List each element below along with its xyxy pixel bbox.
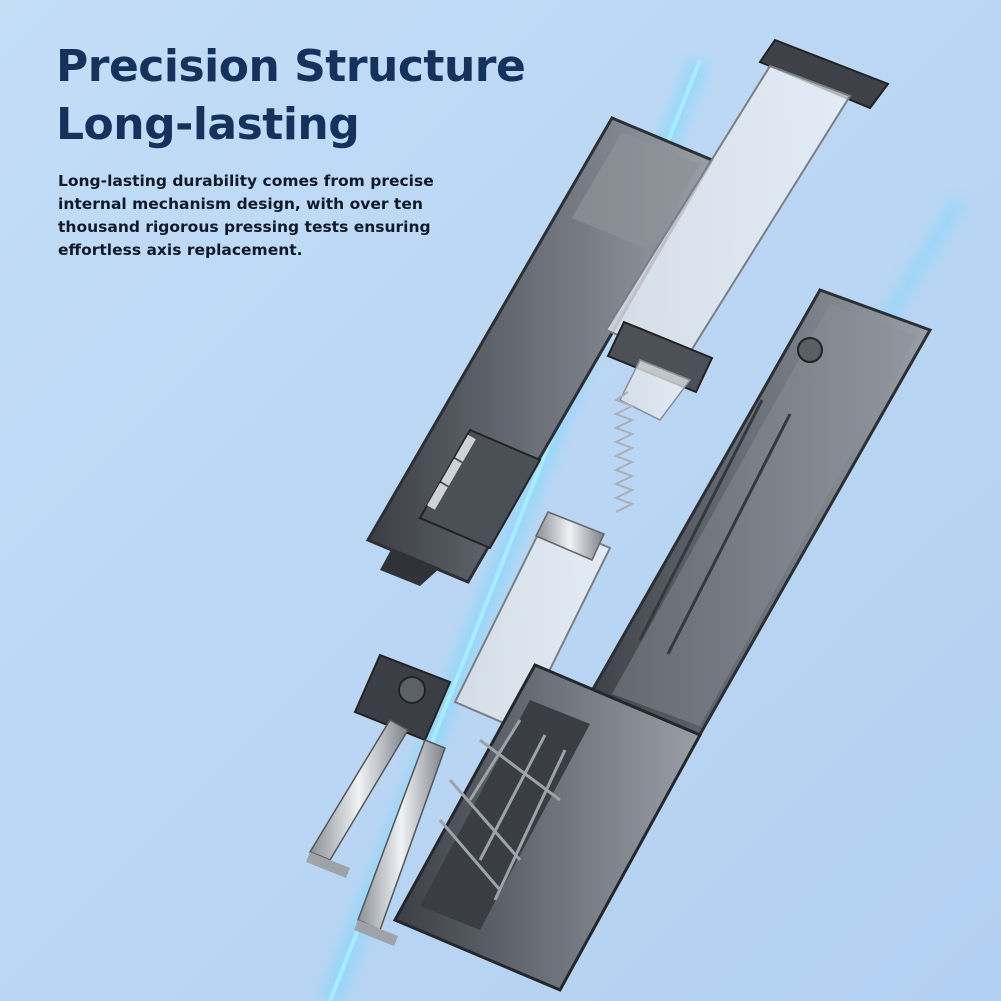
main-housing bbox=[577, 288, 933, 754]
base-block bbox=[392, 663, 703, 992]
top-slider bbox=[604, 38, 890, 421]
headline-line-1: Precision Structure bbox=[56, 41, 526, 92]
upper-housing bbox=[365, 116, 715, 586]
headline-line-2: Long-lasting bbox=[56, 99, 360, 150]
description-text: Long-lasting durability comes from preci… bbox=[58, 172, 434, 259]
spring bbox=[613, 391, 635, 513]
headline: Precision Structure Long-lasting bbox=[56, 38, 526, 154]
stem-and-contacts bbox=[306, 511, 612, 946]
